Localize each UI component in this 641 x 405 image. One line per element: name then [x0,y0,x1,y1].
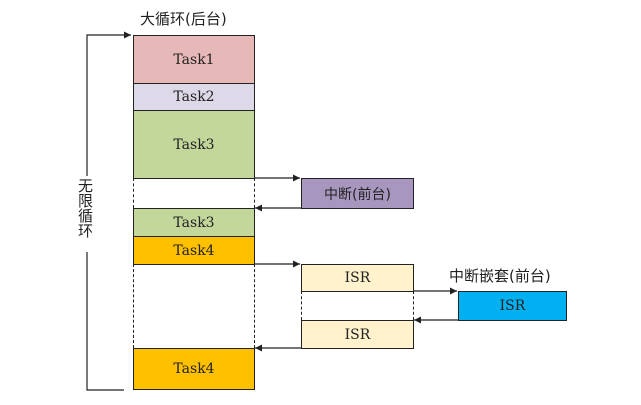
nested-isr-block: ISR [458,291,567,321]
task4-resume-block: Task4 [133,348,255,390]
background-title: 大循环(后台) [140,10,227,28]
task3-block: Task3 [133,110,255,179]
task2-block: Task2 [133,83,255,111]
task3-resume-block: Task3 [133,208,255,237]
interrupted-gap [133,178,255,208]
nested-interrupt-label: 中断嵌套(前台) [449,267,551,285]
loop-bracket-bottom [86,252,124,391]
task4-block: Task4 [133,236,255,265]
loop-label: 无限循环 [76,178,96,238]
interrupted-gap [133,264,255,348]
isr-resume-block: ISR [301,320,414,349]
isr-gap [301,291,414,320]
loop-bracket-top [86,31,131,176]
interrupt-block: 中断(前台) [301,178,414,209]
isr-block: ISR [301,264,414,292]
task1-block: Task1 [133,35,255,84]
